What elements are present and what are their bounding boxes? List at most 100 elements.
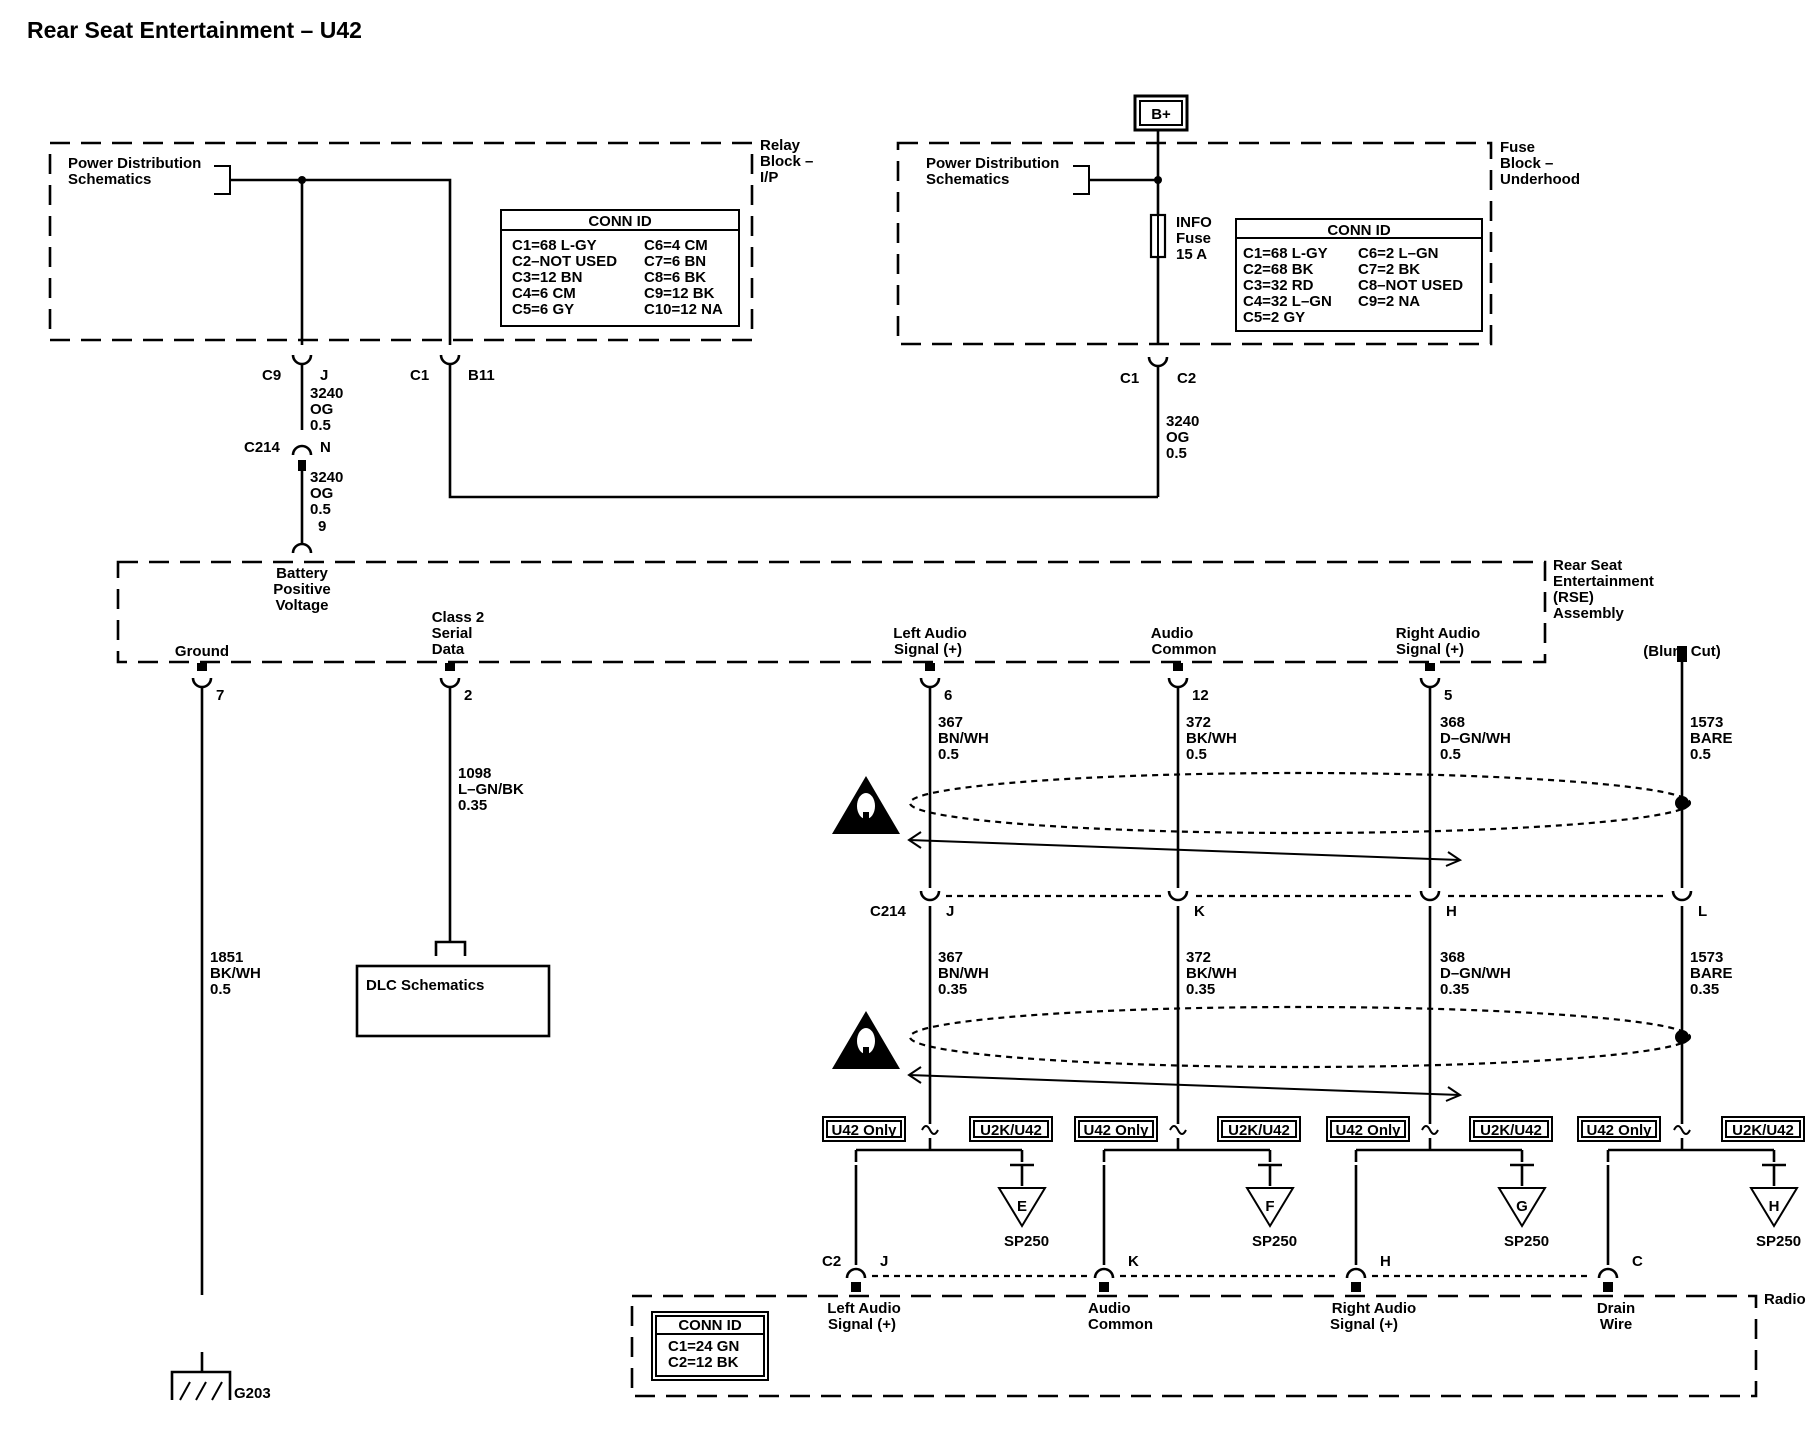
- rse-common-label-1: Audio: [1151, 625, 1194, 642]
- tag-u2k-right: U2K/U42: [1480, 1122, 1542, 1139]
- radio-pin-c: C: [1632, 1253, 1643, 1270]
- radio-pin-j: J: [880, 1253, 888, 1270]
- wire-372-bot-3: 0.35: [1186, 981, 1215, 998]
- bplus-label: B+: [1151, 106, 1171, 123]
- tag-u42-common: U42 Only: [1083, 1122, 1149, 1139]
- rse-battery-label-2: Positive: [273, 581, 331, 598]
- pin-ground-7: 7: [216, 687, 224, 704]
- page-title: Rear Seat Entertainment – U42: [27, 17, 362, 43]
- radio-c2-label: C2: [822, 1253, 841, 1270]
- radio-conn-id-title: CONN ID: [678, 1317, 742, 1334]
- wire-367-top-2: BN/WH: [938, 730, 989, 747]
- c214-pin-j: J: [946, 903, 954, 920]
- relay-block-label-1: Relay: [760, 137, 801, 154]
- radio-assembly: Radio Left Audio Signal (+) Audio Common…: [630, 1291, 1806, 1398]
- fuse-conn-c2: C2=68 BK: [1243, 261, 1314, 278]
- blunt-cut-end: [1677, 646, 1687, 662]
- splice-label-g: SP250: [1504, 1233, 1549, 1250]
- splice-label-h: SP250: [1756, 1233, 1801, 1250]
- rse-class2-label-2: Serial: [432, 625, 473, 642]
- rse-class2-label-3: Data: [432, 641, 465, 658]
- radio-conn-c2: C2=12 BK: [668, 1354, 739, 1371]
- conn-n-label: N: [320, 439, 331, 456]
- wire-3240-b-3: 0.5: [310, 501, 331, 518]
- fuse-conn-c8: C8–NOT USED: [1358, 277, 1463, 294]
- radio-conn-id-table: CONN ID C1=24 GN C2=12 BK: [651, 1311, 769, 1381]
- fuse-conn-c3: C3=32 RD: [1243, 277, 1314, 294]
- rse-battery-label-3: Voltage: [275, 597, 328, 614]
- tag-u42-right: U42 Only: [1335, 1122, 1401, 1139]
- rse-class2-label-1: Class 2: [432, 609, 485, 626]
- rse-right-audio-label-1: Right Audio: [1396, 625, 1480, 642]
- fuse-block-label-1: Fuse: [1500, 139, 1535, 156]
- fuse-conn-id-title: CONN ID: [1327, 222, 1391, 239]
- wire-368-top-1: 368: [1440, 714, 1465, 731]
- caution-icon: [832, 776, 900, 834]
- radio-c2-connector: C2 J K H C: [822, 1253, 1643, 1292]
- splice-sp250-h: H SP250: [1749, 1163, 1801, 1250]
- wire-3240-c-3: 0.5: [1166, 445, 1187, 462]
- fuse-conn-c1: C1=68 L-GY: [1243, 245, 1328, 262]
- pin-class2-2: 2: [464, 687, 472, 704]
- relay-conn-c5: C5=6 GY: [512, 301, 574, 318]
- relay-block-label-3: I/P: [760, 169, 778, 186]
- pin-9-label: 9: [318, 518, 326, 535]
- wire-367-bot-1: 367: [938, 949, 963, 966]
- relay-output-connectors: C9 J C1 B11 3240 OG 0.5 C214 N 3240 OG 0…: [244, 354, 1158, 554]
- wire-1851-1: 1851: [210, 949, 243, 966]
- radio-common-2: Common: [1088, 1316, 1153, 1333]
- rse-left-audio-label-2: Signal (+): [894, 641, 962, 658]
- fuse-output-connector: C1 C2 3240 OG 0.5: [1120, 356, 1199, 497]
- splice-sp250-e: E SP250: [997, 1163, 1049, 1250]
- fuse-conn-id-table: CONN ID C1=68 L-GY C2=68 BK C3=32 RD C4=…: [1235, 218, 1483, 332]
- caution-icon: [832, 1011, 900, 1069]
- wire-1573-top-2: BARE: [1690, 730, 1733, 747]
- conn-c214-label: C214: [244, 439, 281, 456]
- wire-372-top-3: 0.5: [1186, 746, 1207, 763]
- wire-368-bot-2: D–GN/WH: [1440, 965, 1511, 982]
- info-fuse-label-2: Fuse: [1176, 230, 1211, 247]
- fuse-conn-c6: C6=2 L–GN: [1358, 245, 1438, 262]
- wire-1098-2: L–GN/BK: [458, 781, 524, 798]
- radio-drain-1: Drain: [1597, 1300, 1635, 1317]
- relay-pds-label-2: Schematics: [68, 171, 151, 188]
- wire-3240-c-1: 3240: [1166, 413, 1199, 430]
- relay-conn-c1: C1=68 L-GY: [512, 237, 597, 254]
- pin-right-5: 5: [1444, 687, 1452, 704]
- conn-j-label: J: [320, 367, 328, 384]
- wire-1573-top-1: 1573: [1690, 714, 1723, 731]
- wire-367-bot-3: 0.35: [938, 981, 967, 998]
- radio-right-audio-2: Signal (+): [1330, 1316, 1398, 1333]
- relay-pds-label-1: Power Distribution: [68, 155, 201, 172]
- ground-g203-label: G203: [234, 1385, 271, 1402]
- relay-conn-id-table: CONN ID C1=68 L-GY C2–NOT USED C3=12 BN …: [500, 209, 740, 327]
- wire-1573-bot-3: 0.35: [1690, 981, 1719, 998]
- relay-conn-c2: C2–NOT USED: [512, 253, 617, 270]
- relay-conn-c8: C8=6 BK: [644, 269, 706, 286]
- splice-sp250-f: F SP250: [1245, 1163, 1297, 1250]
- tag-u2k-drain: U2K/U42: [1732, 1122, 1794, 1139]
- splice-letter-g: G: [1516, 1198, 1528, 1215]
- splice-letter-h: H: [1769, 1198, 1780, 1215]
- relay-conn-c3: C3=12 BN: [512, 269, 582, 286]
- relay-block-ip: Relay Block – I/P Power Distribution Sch…: [48, 137, 813, 345]
- wire-3240-b-1: 3240: [310, 469, 343, 486]
- radio-right-audio-1: Right Audio: [1332, 1300, 1416, 1317]
- fuse-block-underhood: Fuse Block – Underhood Power Distributio…: [896, 130, 1580, 346]
- rse-pin-connectors: 7 2 6 12 5: [191, 663, 1452, 704]
- relay-conn-c7: C7=6 BN: [644, 253, 706, 270]
- radio-left-audio-1: Left Audio: [827, 1300, 901, 1317]
- splice-letter-f: F: [1265, 1198, 1274, 1215]
- c214-mid-label: C214: [870, 903, 907, 920]
- rse-label-3: (RSE): [1553, 589, 1594, 606]
- conn-c1-label: C1: [410, 367, 429, 384]
- fuse-pds-label-2: Schematics: [926, 171, 1009, 188]
- fuse-conn-c2-label: C2: [1177, 370, 1196, 387]
- wire-1573-top-3: 0.5: [1690, 746, 1711, 763]
- wire-368-top-2: D–GN/WH: [1440, 730, 1511, 747]
- wire-367-bot-2: BN/WH: [938, 965, 989, 982]
- wire-367-top-1: 367: [938, 714, 963, 731]
- fuse-pds-label-1: Power Distribution: [926, 155, 1059, 172]
- relay-conn-c9: C9=12 BK: [644, 285, 715, 302]
- radio-label: Radio: [1764, 1291, 1806, 1308]
